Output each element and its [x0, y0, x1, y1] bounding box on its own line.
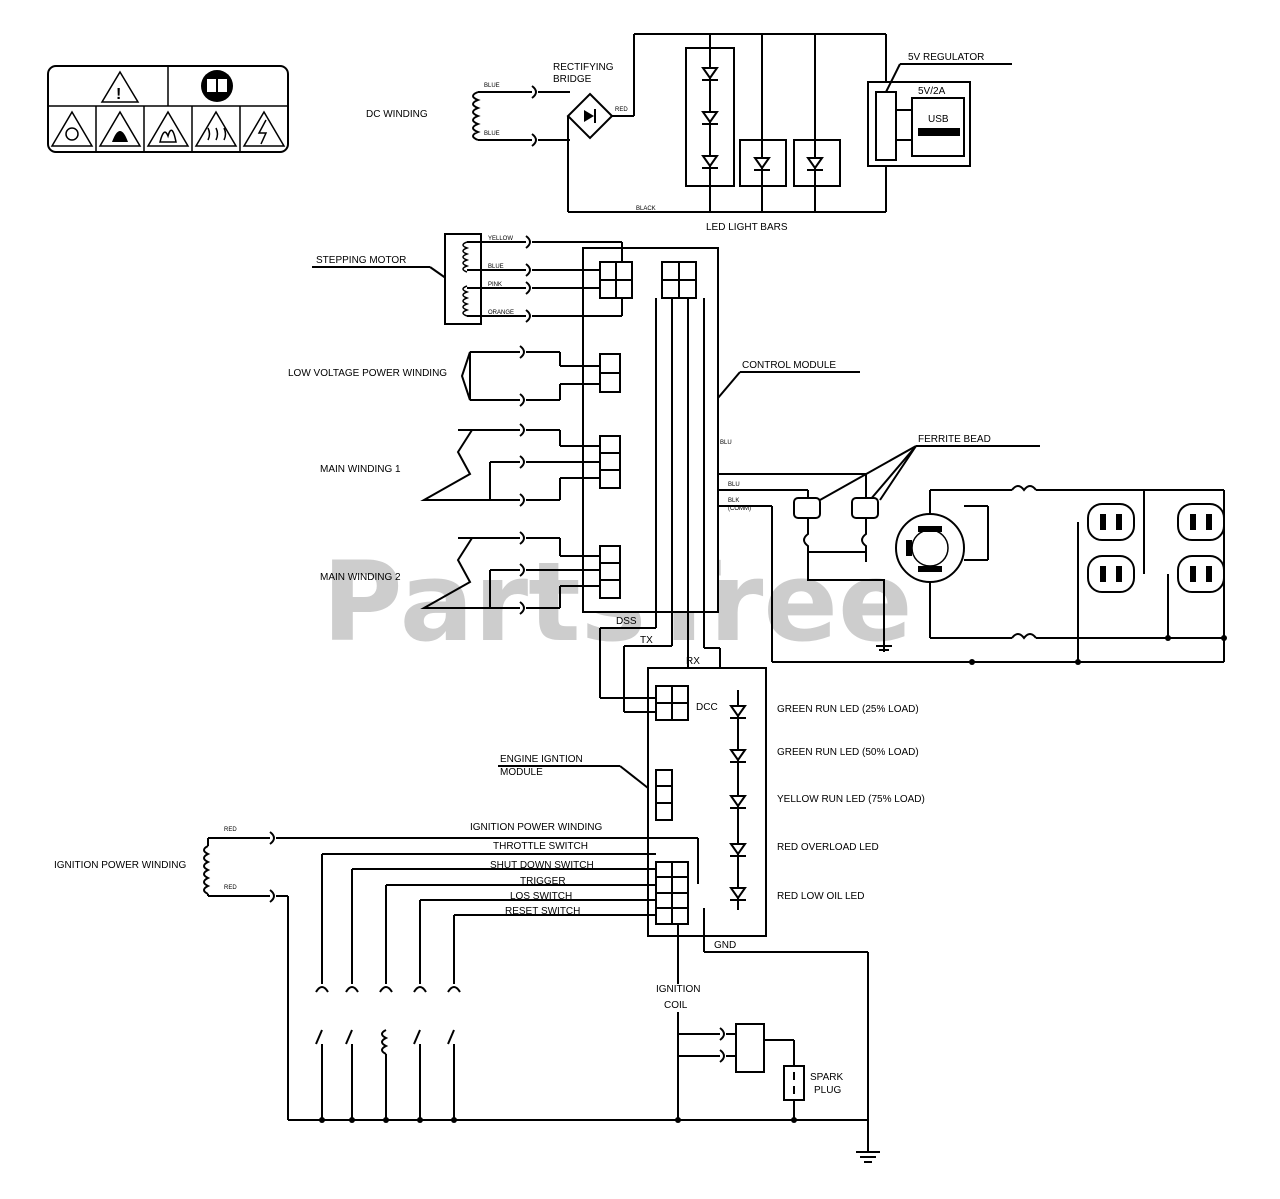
led-red-overload [729, 843, 747, 857]
connector-3pin-c [655, 769, 673, 821]
svg-text:!: ! [116, 86, 121, 103]
regulator-label: 5V REGULATOR [908, 52, 984, 63]
shut-down-switch [345, 869, 359, 1120]
svg-text:GND: GND [714, 940, 736, 951]
svg-text:IGNITION: IGNITION [656, 984, 700, 995]
svg-text:TRIGGER: TRIGGER [520, 876, 566, 887]
hot-surface-icon [194, 110, 238, 147]
svg-text:DCC: DCC [696, 702, 718, 713]
twist-lock-outlet [895, 513, 965, 583]
connector-3pin-b [599, 545, 621, 599]
svg-text:COIL: COIL [664, 1000, 688, 1011]
svg-text:RECTIFYING: RECTIFYING [553, 62, 614, 73]
flame-icon [146, 110, 190, 147]
svg-text:STEPPING MOTOR: STEPPING MOTOR [316, 255, 406, 266]
svg-text:CONTROL MODULE: CONTROL MODULE [742, 360, 836, 371]
svg-text:ORANGE: ORANGE [488, 310, 514, 316]
svg-text:RESET SWITCH: RESET SWITCH [505, 906, 580, 917]
svg-text:FERRITE BEAD: FERRITE BEAD [918, 434, 991, 445]
svg-text:YELLOW: YELLOW [488, 236, 513, 242]
svg-text:MAIN WINDING 2: MAIN WINDING 2 [320, 572, 401, 583]
led-green-50 [729, 749, 747, 763]
electric-shock-icon [242, 110, 286, 147]
svg-text:YELLOW RUN LED (75% LOAD): YELLOW RUN LED (75% LOAD) [777, 794, 925, 805]
led-light-bar-small-1 [739, 139, 787, 187]
duplex-outlet-1 [1087, 503, 1135, 593]
svg-text:TX: TX [640, 635, 653, 646]
safety-label-panel: ! [47, 65, 289, 153]
svg-text:PINK: PINK [488, 282, 502, 288]
svg-text:BLUE: BLUE [488, 264, 504, 270]
svg-text:BRIDGE: BRIDGE [553, 74, 592, 85]
svg-text:THROTTLE SWITCH: THROTTLE SWITCH [493, 841, 588, 852]
svg-text:BLU: BLU [728, 482, 740, 488]
exhaust-hazard-icon [50, 110, 94, 147]
main-winding-1 [420, 429, 491, 501]
connector-3pin-a [599, 435, 621, 489]
svg-text:BLACK: BLACK [636, 206, 656, 212]
warning-triangle-icon: ! [100, 70, 140, 103]
ferrite-bead-1 [793, 497, 821, 519]
dc-winding-label: DC WINDING [366, 109, 428, 120]
svg-text:SHUT DOWN SWITCH: SHUT DOWN SWITCH [490, 860, 594, 871]
breaker-bottom [1011, 633, 1037, 640]
led-yellow-75 [729, 795, 747, 809]
svg-text:GREEN RUN LED (25% LOAD): GREEN RUN LED (25% LOAD) [777, 704, 919, 715]
dc-winding-section: DC WINDING BLUE BLUE RECTIFYING BRIDGE R… [366, 33, 1012, 233]
svg-text:RED LOW OIL LED: RED LOW OIL LED [777, 891, 864, 902]
svg-text:LOS SWITCH: LOS SWITCH [510, 891, 572, 902]
ignition-coil [735, 1023, 765, 1073]
svg-text:PLUG: PLUG [814, 1085, 841, 1096]
led-light-bars-label: LED LIGHT BARS [706, 222, 788, 233]
ignition-power-winding-coil [203, 845, 211, 895]
dc-winding-coil [472, 91, 481, 141]
led-red-low-oil [729, 887, 747, 901]
svg-text:RX: RX [686, 656, 700, 667]
outlet-section: BLU BLU BLK (COMM) FERRITE BEAD [718, 434, 1227, 665]
svg-text:DSS: DSS [616, 616, 637, 627]
los-switch [413, 900, 427, 1120]
reset-switch [447, 915, 461, 1120]
svg-text:BLUE: BLUE [484, 83, 500, 89]
5v-regulator: 5V/2A USB [867, 81, 971, 167]
svg-text:SPARK: SPARK [810, 1072, 843, 1083]
svg-text:BLU: BLU [720, 440, 732, 446]
svg-text:ENGINE IGNTION: ENGINE IGNTION [500, 754, 583, 765]
svg-text:(COMM): (COMM) [728, 506, 751, 512]
svg-text:MODULE: MODULE [500, 767, 543, 778]
svg-text:MAIN WINDING 1: MAIN WINDING 1 [320, 464, 401, 475]
svg-text:LOW VOLTAGE POWER WINDING: LOW VOLTAGE POWER WINDING [288, 368, 447, 379]
control-module-section: STEPPING MOTOR YELLOW BLUE PINK ORANGE L… [288, 233, 860, 712]
throttle-switch [315, 854, 329, 1120]
ignition-wiring-section: IGNITION POWER WINDING RED RED IGNITION … [54, 822, 880, 1163]
svg-text:RED OVERLOAD LED: RED OVERLOAD LED [777, 842, 879, 853]
svg-text:RED: RED [224, 885, 237, 891]
svg-text:GREEN RUN LED (50% LOAD): GREEN RUN LED (50% LOAD) [777, 747, 919, 758]
svg-text:IGNITION POWER WINDING: IGNITION POWER WINDING [54, 860, 186, 871]
svg-text:5V/2A: 5V/2A [918, 86, 946, 97]
svg-text:RED: RED [615, 107, 628, 113]
svg-text:USB: USB [928, 114, 949, 125]
read-manual-icon [201, 70, 233, 102]
svg-text:BLUE: BLUE [484, 131, 500, 137]
duplex-outlet-2 [1177, 503, 1225, 593]
breaker-top [1011, 485, 1037, 492]
led-light-bar-small-2 [793, 139, 841, 187]
svg-text:RED: RED [224, 827, 237, 833]
stepping-motor [444, 233, 482, 325]
low-voltage-winding [460, 351, 520, 401]
svg-text:BLK: BLK [728, 498, 739, 504]
engine-ignition-section: DCC ENGINE IGNTION MODULE GREEN RUN LED … [498, 667, 925, 937]
led-green-25 [729, 705, 747, 719]
usb-port-icon [918, 128, 960, 136]
ferrite-bead-2 [851, 497, 879, 519]
fire-hazard-icon [98, 110, 142, 147]
trigger-coil [379, 885, 393, 1120]
led-light-bar-large [685, 47, 735, 187]
svg-text:IGNITION POWER WINDING: IGNITION POWER WINDING [470, 822, 602, 833]
spark-plug [783, 1065, 805, 1101]
